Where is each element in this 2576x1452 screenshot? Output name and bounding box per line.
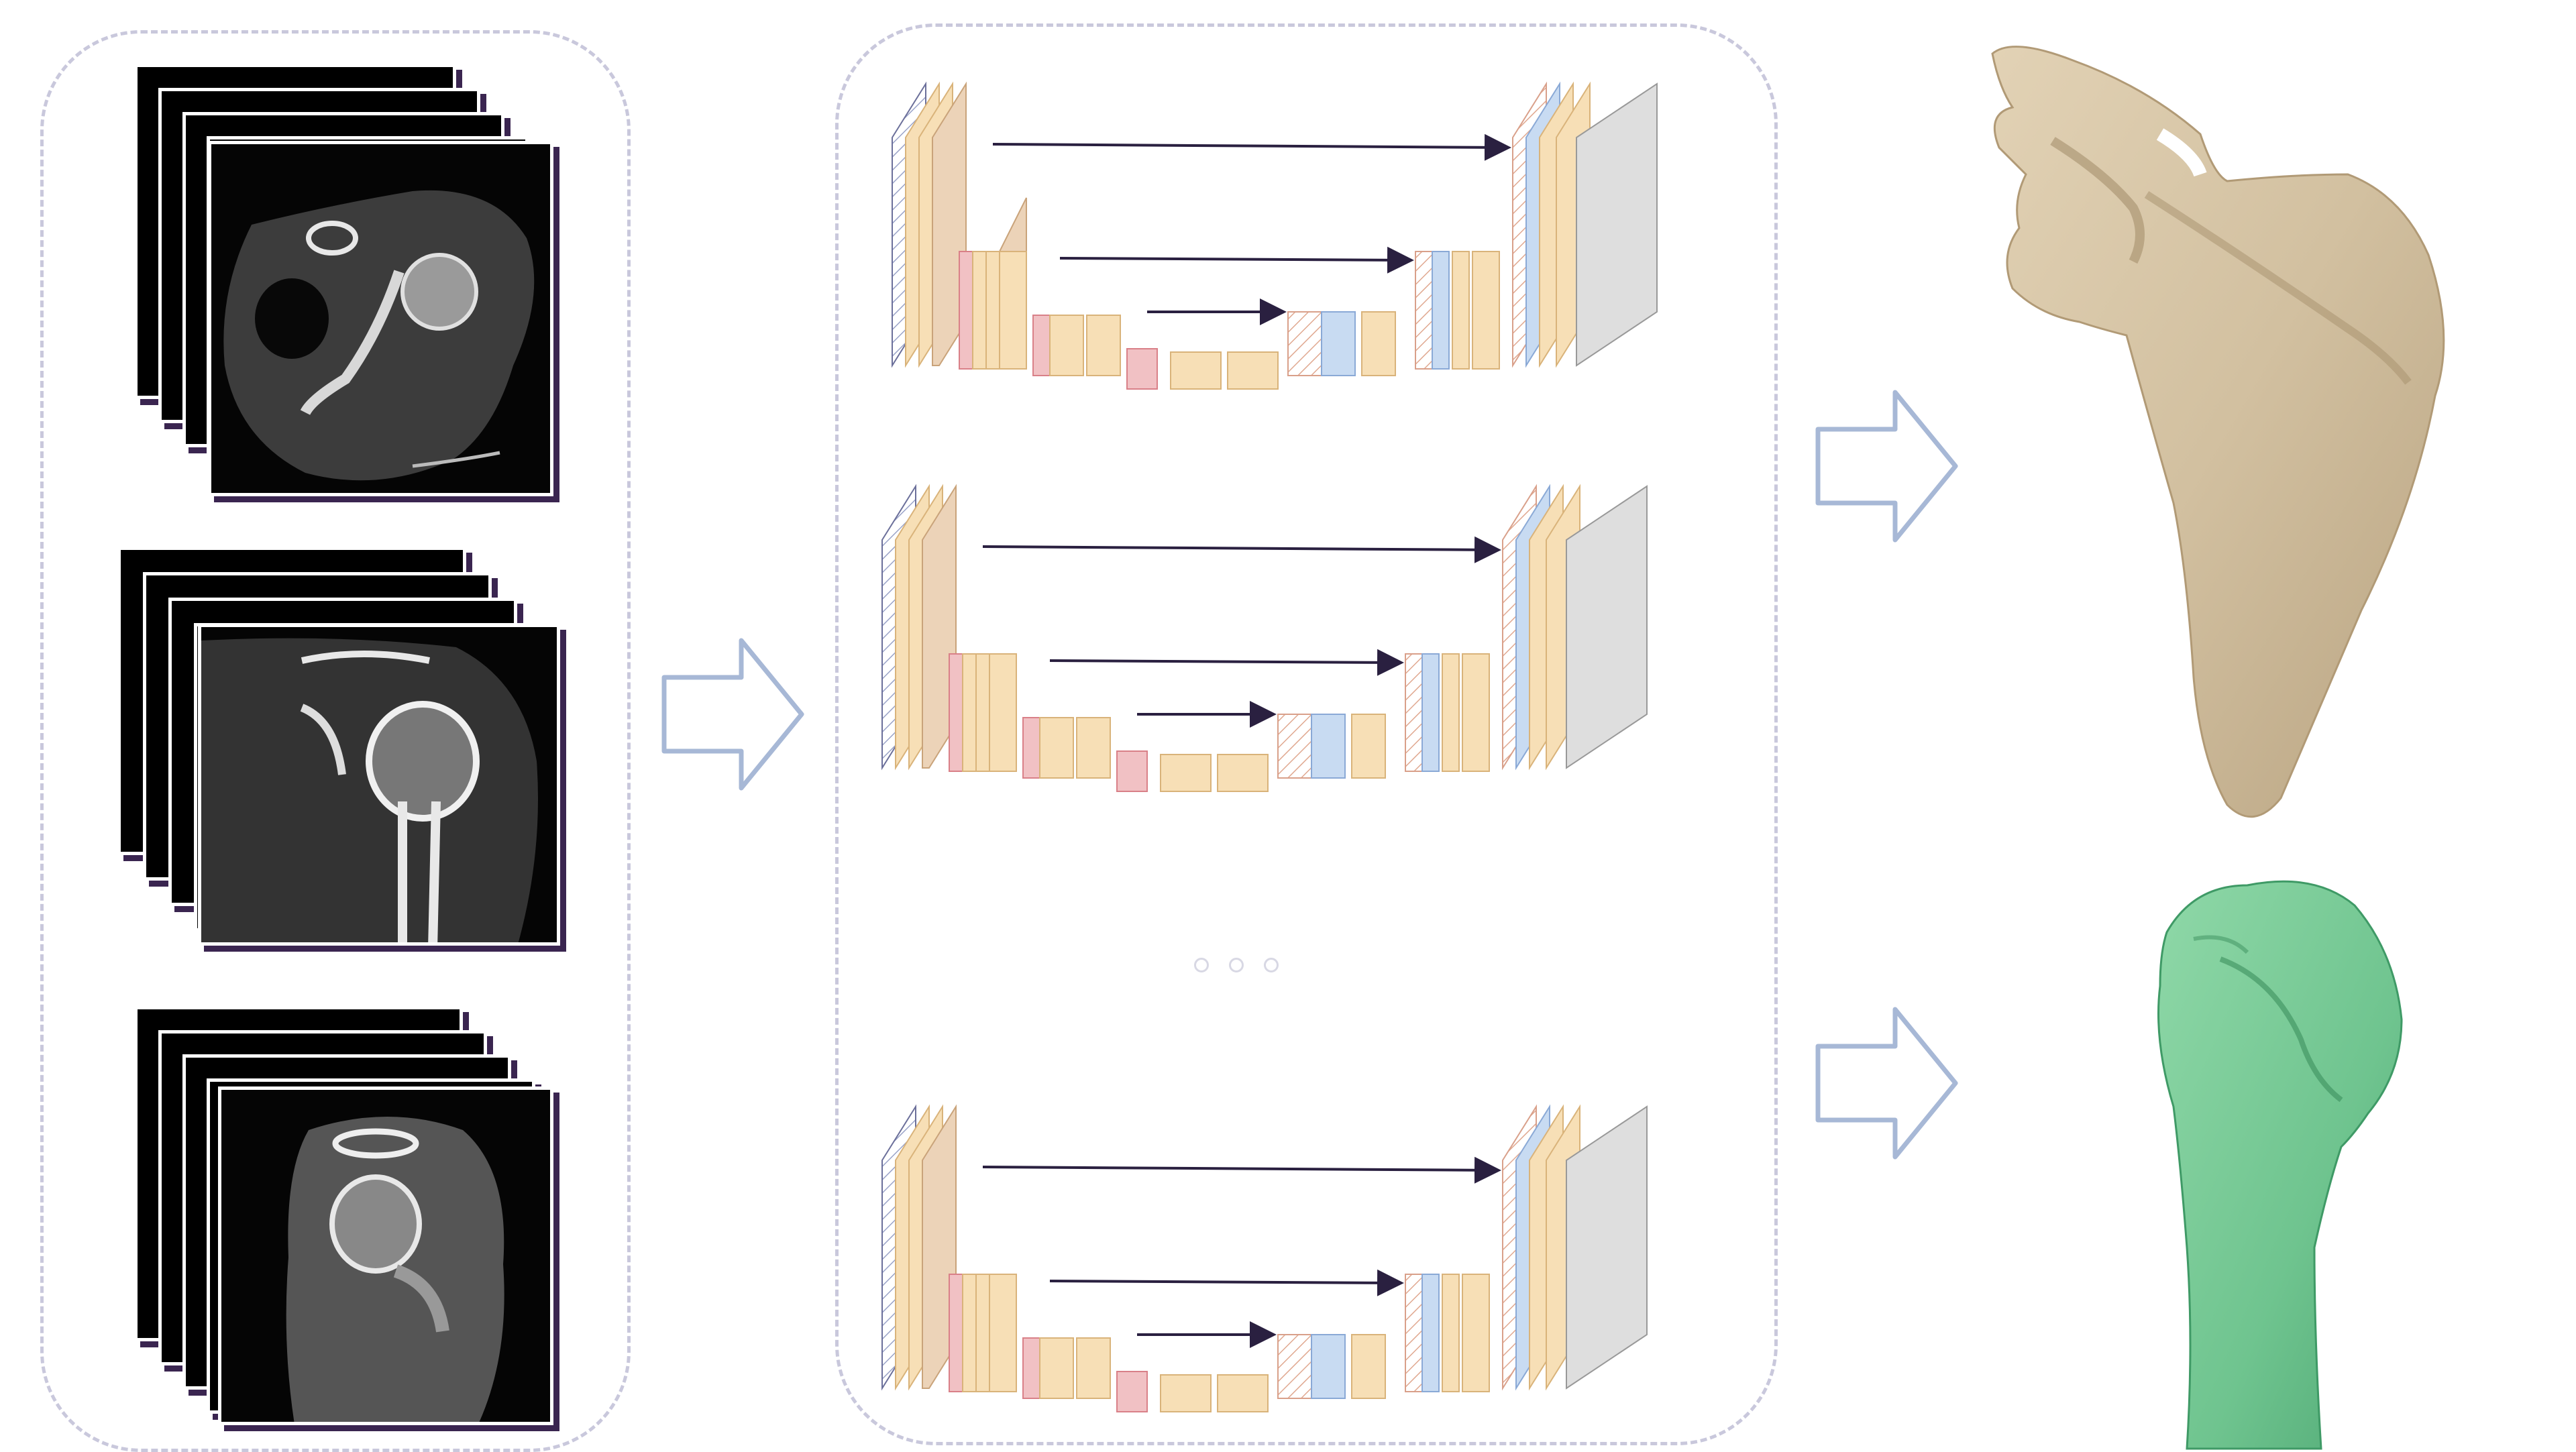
ellipsis-dot [1229, 958, 1244, 972]
flow-arrow-icon [1815, 1007, 1958, 1160]
flow-arrow-icon [1815, 390, 1958, 543]
unet-network-2 [881, 484, 1648, 792]
ct-stack-coronal [117, 547, 574, 962]
ellipsis-dot [1264, 958, 1279, 972]
ct-slice-front [198, 624, 560, 946]
ct-image-sagittal [221, 1090, 550, 1422]
more-networks-ellipsis [1194, 958, 1279, 972]
flow-arrow-icon [661, 638, 804, 791]
ct-stack-axial [134, 64, 564, 500]
scapula-3d-model [1991, 46, 2445, 818]
unet-network-1 [892, 81, 1658, 390]
unet-network-3 [881, 1104, 1648, 1412]
humerus-3d-model [2157, 880, 2403, 1450]
ct-image-axial [211, 144, 550, 493]
ct-stack-sagittal [134, 1006, 564, 1435]
ellipsis-dot [1194, 958, 1209, 972]
ct-image-coronal [201, 627, 557, 942]
network-panel [835, 23, 1778, 1445]
ct-slice-front [208, 141, 553, 496]
ct-slice-front [218, 1086, 553, 1425]
